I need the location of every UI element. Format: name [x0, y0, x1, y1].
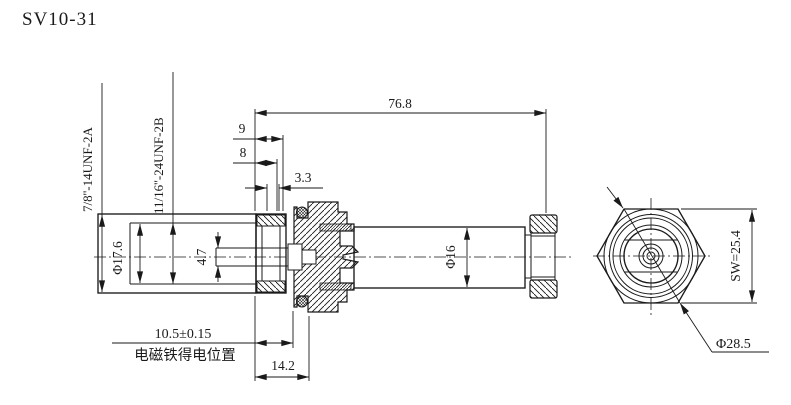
- wrench-size-dimension: SW=25.4: [681, 208, 757, 304]
- dim-14-2-label: 14.2: [271, 358, 295, 373]
- thread-label-7-8: 7/8''-14UNF-2A: [80, 127, 95, 212]
- o-ring-bottom: [296, 295, 308, 308]
- main-section-view: [94, 201, 572, 313]
- end-view-circles: [603, 208, 699, 304]
- seal-strip-bottom: [319, 282, 352, 291]
- pin-head: [287, 243, 303, 271]
- dim-9-label: 9: [239, 121, 246, 136]
- dim-across-corners-label: Φ28.5: [716, 337, 751, 352]
- o-ring-top: [296, 206, 308, 219]
- dim-3-3-label: 3.3: [295, 170, 312, 185]
- gland-nut: [255, 213, 287, 294]
- dim-overall-label: 76.8: [388, 96, 412, 111]
- seal-strip-top: [319, 223, 352, 232]
- thread-label-11-16: 11/16''-24UNF-2B: [151, 117, 166, 214]
- dim-energized-label: 10.5±0.15: [155, 327, 212, 342]
- dim-wrench-label: SW=25.4: [728, 230, 743, 282]
- main-dimensions: 7/8''-14UNF-2A 11/16''-24UNF-2B Φ17.6 4.…: [80, 72, 547, 381]
- across-corners-dimension: Φ28.5: [606, 186, 769, 353]
- pin-stem: [301, 249, 317, 265]
- valve-body-section: [287, 201, 360, 313]
- drawing-title: SV10-31: [22, 9, 98, 30]
- end-view: Φ28.5 SW=25.4: [593, 186, 769, 353]
- dim-cylinder-label: Φ16: [443, 245, 458, 269]
- inner-flats: [624, 239, 678, 273]
- dim-8-label: 8: [240, 145, 247, 160]
- note-energized-label: 电磁铁得电位置: [134, 347, 236, 364]
- dim-pin-label: 4.7: [194, 248, 209, 265]
- cartridge-cylinder: [353, 226, 526, 289]
- dim-tube-bore-label: Φ17.6: [110, 241, 125, 275]
- armature-pin: [215, 247, 288, 267]
- end-nut: [524, 214, 558, 299]
